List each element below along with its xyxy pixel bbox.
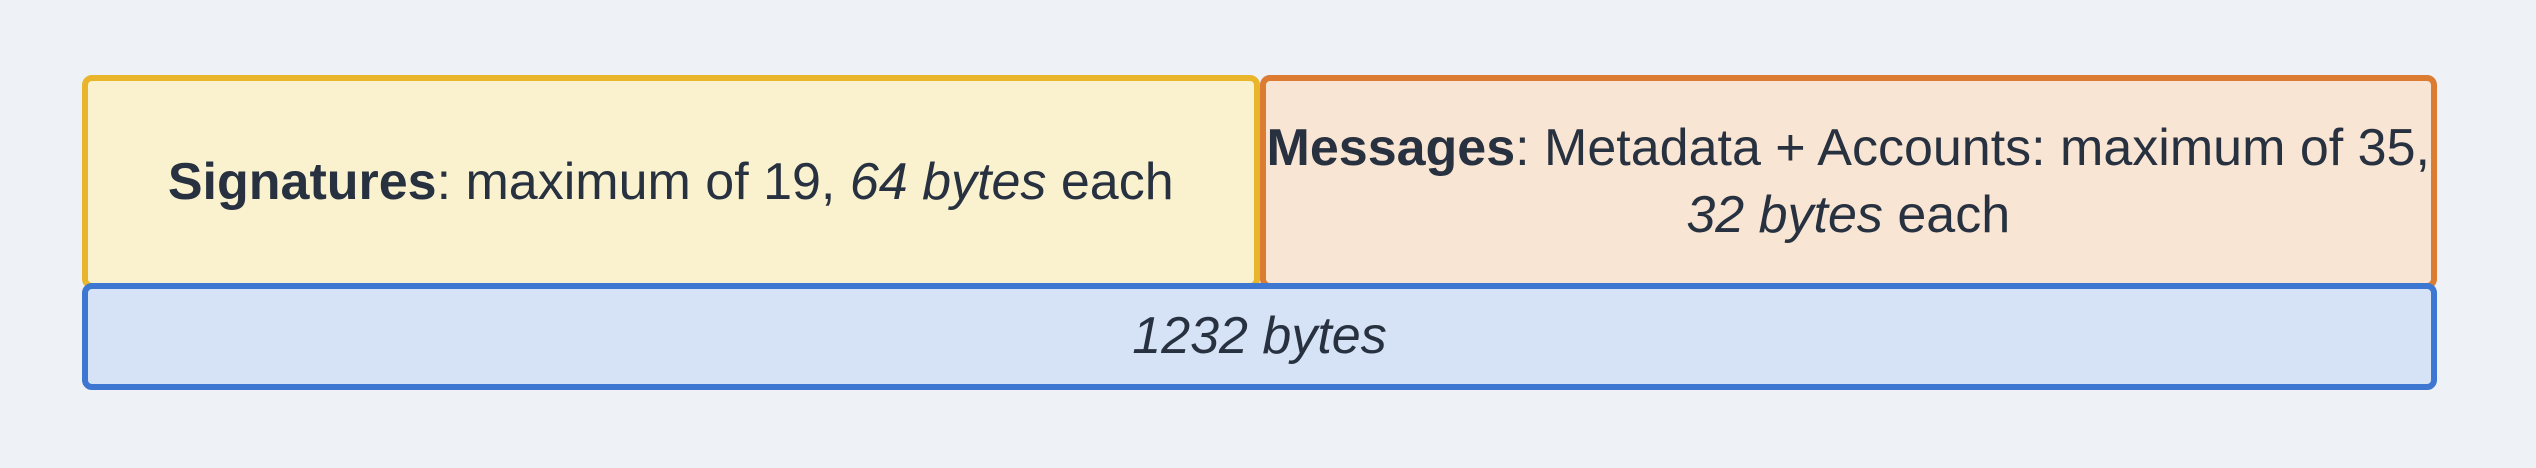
signatures-suffix: each xyxy=(1046,152,1174,211)
messages-suffix: each xyxy=(1882,186,2011,244)
signatures-label: Signatures xyxy=(167,152,437,211)
total-bytes-box: 1232 bytes xyxy=(82,283,2437,390)
signatures-bytes-value: 64 bytes xyxy=(849,152,1047,211)
signatures-box-text: Signatures: maximum of 19, 64 bytes each xyxy=(168,149,1174,216)
signatures-box: Signatures: maximum of 19, 64 bytes each xyxy=(82,75,1260,289)
messages-box-line2: 32 bytes each xyxy=(1686,182,2010,249)
signatures-description: : maximum of 19, xyxy=(436,152,850,211)
messages-description: : Metadata + Accounts: maximum of 35, xyxy=(1515,119,2430,178)
messages-box: Messages: Metadata + Accounts: maximum o… xyxy=(1259,75,2437,289)
messages-box-line1: Messages: Metadata + Accounts: maximum o… xyxy=(1267,115,2430,182)
top-row: Signatures: maximum of 19, 64 bytes each… xyxy=(82,75,2437,289)
messages-label: Messages xyxy=(1266,119,1516,178)
total-bytes-value: 1232 bytes xyxy=(1132,307,1387,366)
messages-bytes-value: 32 bytes xyxy=(1686,186,1883,244)
transaction-size-diagram: Signatures: maximum of 19, 64 bytes each… xyxy=(82,75,2437,390)
